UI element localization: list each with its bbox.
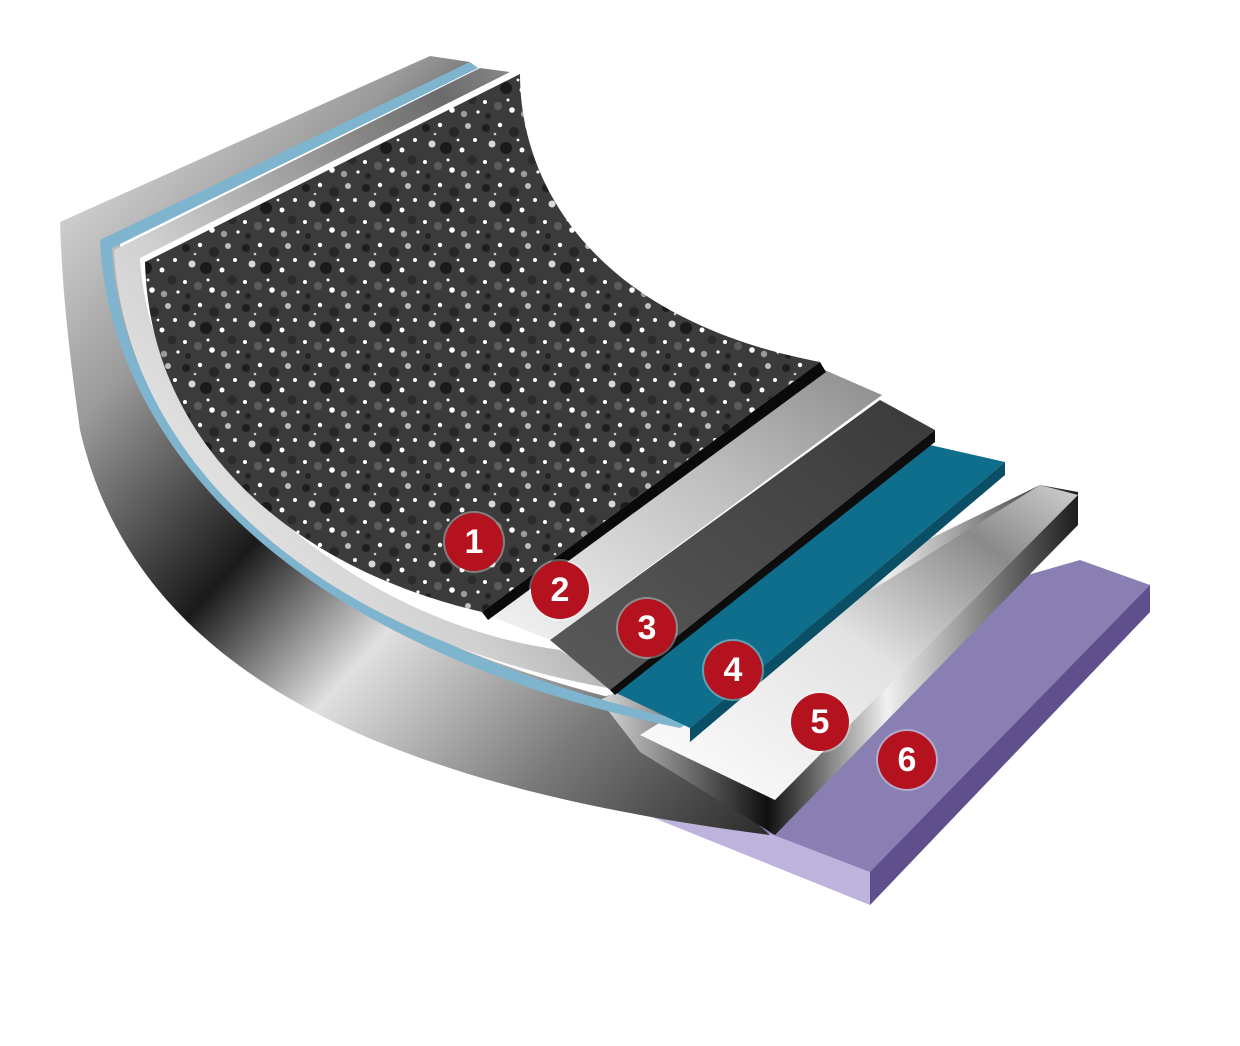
layer-6-side [870,585,1150,905]
badge-2: 2 [531,561,589,619]
badge-6: 6 [878,731,936,789]
badge-5: 5 [791,693,849,751]
badge-4: 4 [704,641,762,699]
layer-1-edge [482,362,826,620]
outer-steel-curve [60,56,770,835]
layer-3-side [610,430,935,695]
badge-3: 3 [618,599,676,657]
layer-1-granite [145,74,820,612]
layer-5-top [640,485,1078,800]
layer-4-teal-side [690,462,1005,742]
badge-1: 1 [445,513,503,571]
